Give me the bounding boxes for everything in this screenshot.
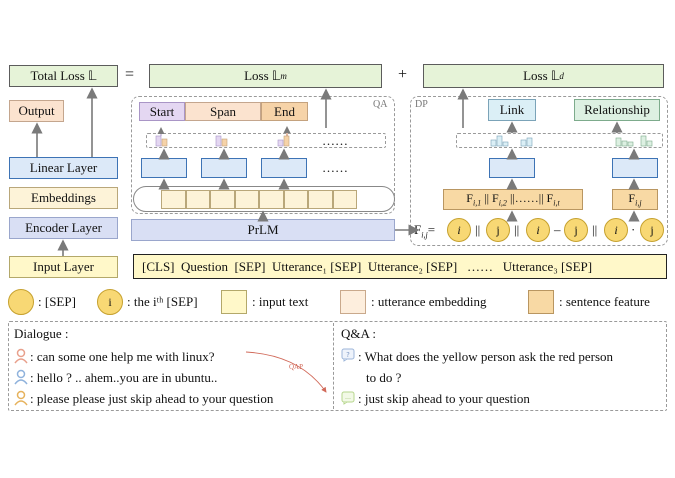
legend-sep-label: : [SEP]: [38, 294, 76, 309]
embeddings-box: Embeddings: [9, 187, 118, 209]
svg-text:…: …: [345, 394, 351, 401]
question-icon: ?: [341, 348, 355, 362]
dp-link-bars: [490, 135, 533, 147]
formula-op: –: [554, 222, 561, 237]
formula-op: ||: [592, 222, 598, 237]
formula-circle-j: j: [564, 218, 588, 242]
feature-single-label: Fi,j: [628, 191, 642, 208]
loss-d-label: Loss 𝕃: [523, 68, 560, 83]
plus-sign: +: [398, 66, 408, 83]
formula-circle-j: j: [486, 218, 510, 242]
linear-layer-box: Linear Layer: [9, 157, 118, 179]
end-box: End: [261, 102, 308, 121]
equals-sign: =: [125, 66, 135, 83]
formula-circle-j: j: [640, 218, 664, 242]
loss-d-subscript: d: [559, 71, 564, 81]
token-cell: [332, 190, 357, 209]
embeddings-label: Embeddings: [31, 190, 96, 205]
qa-question: : What does the yellow person ask the re…: [358, 349, 613, 364]
formula-op: ||: [475, 222, 481, 237]
input-sequence-text: [CLS] Question [SEP] Utterance₁ [SEP] Ut…: [142, 258, 593, 274]
person-icon: [14, 369, 28, 385]
token-cell: [185, 190, 210, 209]
qa-title: Q&A :: [341, 326, 377, 341]
token-embedding-cells: [161, 190, 357, 209]
input-sequence-box: [CLS] Question [SEP] Utterance₁ [SEP] Ut…: [133, 254, 667, 279]
formula-op: ·: [631, 222, 636, 237]
start-box: Start: [139, 102, 185, 121]
dialogue-line: : please please just skip ahead to your …: [30, 391, 274, 406]
span-label: Span: [210, 103, 236, 119]
token-cell: [283, 190, 308, 209]
person-icon: [14, 348, 28, 364]
total-loss-label: Total Loss 𝕃: [30, 68, 97, 83]
formula-circle-i: i: [604, 218, 628, 242]
relationship-label: Relationship: [584, 102, 650, 117]
loss-m-subscript: m: [280, 71, 287, 81]
input-layer-box: Input Layer: [9, 256, 118, 278]
span-box: Span: [185, 102, 261, 121]
relationship-box: Relationship: [574, 99, 660, 121]
total-loss-box: Total Loss 𝕃: [9, 65, 118, 87]
feature-concat-box: Fi,1 || Fi,2 ||……|| Fi,t: [443, 189, 583, 210]
formula-op: ||: [514, 222, 520, 237]
legend-ith-circle: i: [97, 289, 123, 315]
prlm-label: PrLM: [247, 222, 279, 237]
feature-concat-label: Fi,1 || Fi,2 ||……|| Fi,t: [466, 191, 560, 208]
answer-icon: …: [341, 391, 355, 405]
qap-arrow: [245, 351, 327, 393]
qa-dots-top: ……: [322, 133, 348, 148]
dialogue-line: : hello ? .. ahem..you are in ubuntu..: [30, 370, 218, 385]
formula-circle-i: i: [447, 218, 471, 242]
legend-ith-label: : the iᵗʰ [SEP]: [127, 294, 198, 309]
loss-m-label: Loss 𝕃: [244, 68, 281, 83]
dp-tag: DP: [415, 99, 428, 110]
example-panel: [8, 321, 667, 411]
encoder-layer-label: Encoder Layer: [25, 220, 102, 235]
start-label: Start: [149, 103, 175, 119]
token-cell: [161, 190, 186, 209]
svg-text:?: ?: [346, 351, 350, 359]
qa-dots-mid: ……: [322, 160, 348, 175]
qa-tag: QA: [373, 99, 388, 110]
qa-logits-row: [146, 133, 386, 148]
legend-utterance-swatch: [340, 290, 366, 314]
legend-feature-label: : sentence feature: [559, 294, 650, 309]
legend-input-text-swatch: [221, 290, 247, 314]
dp-panel: [410, 96, 668, 246]
input-layer-label: Input Layer: [32, 259, 94, 274]
legend-utterance-label: : utterance embedding: [371, 294, 487, 309]
example-divider: [333, 323, 334, 409]
output-box: Output: [9, 100, 64, 122]
dp-rel-bars: [615, 135, 653, 147]
qa-question-cont: to do ?: [366, 370, 402, 385]
legend-input-text-label: : input text: [252, 294, 309, 309]
link-label: Link: [499, 102, 525, 117]
encoder-layer-box: Encoder Layer: [9, 217, 118, 239]
token-cell: [308, 190, 333, 209]
dialogue-title: Dialogue :: [14, 326, 69, 341]
legend-feature-swatch: [528, 290, 554, 314]
qap-label: QAP: [289, 363, 304, 371]
token-cell: [210, 190, 235, 209]
output-label: Output: [18, 103, 55, 118]
linear-layer-label: Linear Layer: [29, 160, 98, 175]
legend-sep-circle: [8, 289, 34, 315]
token-cell: [259, 190, 284, 209]
dialogue-line: : can some one help me with linux?: [30, 349, 215, 364]
qa-score-bars: [155, 126, 291, 147]
end-label: End: [274, 103, 295, 119]
link-box: Link: [488, 99, 536, 121]
token-cell: [234, 190, 259, 209]
person-icon: [14, 390, 28, 406]
formula-circle-i: i: [526, 218, 550, 242]
dp-logits-row: [456, 133, 663, 148]
qa-answer: : just skip ahead to your question: [358, 391, 530, 406]
